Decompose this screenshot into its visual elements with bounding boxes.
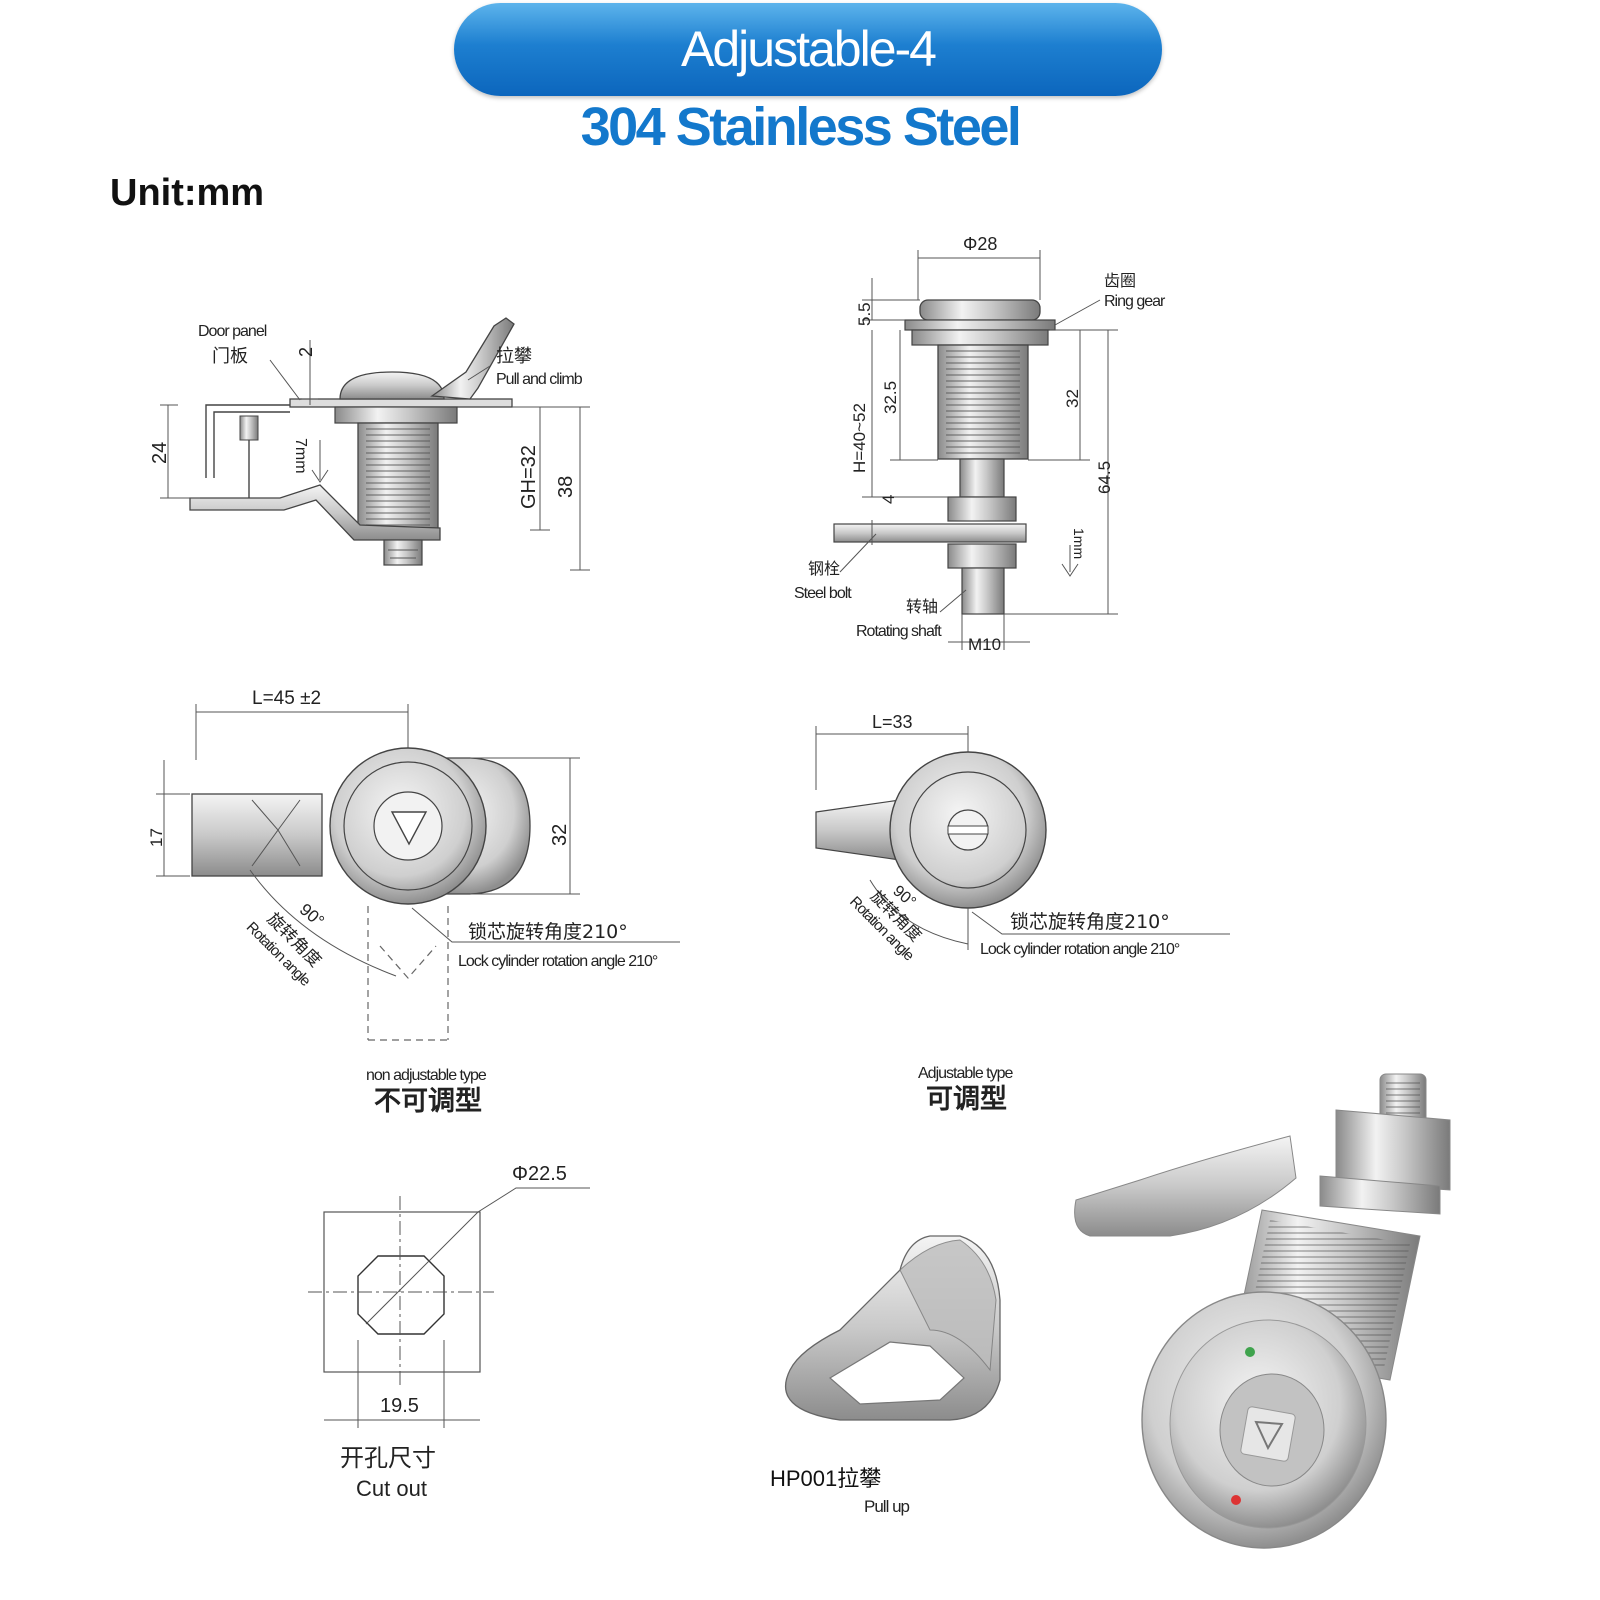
pull-hp001: HP001拉攀 Pull up	[770, 1235, 1001, 1516]
pull-handle	[430, 317, 515, 400]
lock-head	[339, 371, 445, 400]
shaft-cn: 转轴	[906, 597, 938, 616]
lock-rotation-cn: 锁芯旋转角度210°	[1010, 911, 1170, 933]
shaft-en: Rotating shaft	[856, 623, 942, 640]
door-panel-cn: 门板	[212, 346, 248, 367]
non-adjustable-type-cn: 不可调型	[374, 1086, 482, 1117]
steel-bolt-cn: 钢栓	[808, 559, 840, 578]
dim-l-33: L=33	[872, 712, 913, 732]
cam-arm	[189, 484, 441, 541]
pull-label-en: Pull up	[864, 1497, 910, 1516]
pull-en: Pull and climb	[496, 371, 583, 388]
side-view-right: Φ28 齿圈 Ring gear 5.5 H=40~52 32.5 32 4 6…	[794, 234, 1167, 654]
lock-head	[919, 299, 1041, 321]
dim-32: 32	[1063, 389, 1082, 408]
dim-l-45: L=45 ±2	[252, 688, 321, 709]
door-panel-en: Door panel	[198, 323, 267, 340]
dim-17: 17	[147, 828, 166, 847]
non-adjustable-type-en: non adjustable type	[366, 1067, 487, 1084]
ring-gear-en: Ring gear	[1104, 293, 1166, 310]
dim-h-40-52: H=40~52	[850, 403, 869, 473]
dim-gh-32: GH=32	[518, 445, 540, 509]
ring-gear-cn: 齿圈	[1104, 271, 1136, 290]
dim-7mm: 7mm	[292, 438, 309, 474]
green-indicator-dot	[1245, 1347, 1255, 1357]
dim-2: 2	[296, 347, 316, 357]
thread-m10: M10	[968, 635, 1001, 654]
top-view-adjustable: L=33 90° 旋转角度 Rotation angle 锁芯旋转角度210° …	[815, 712, 1230, 1115]
cutout-label-cn: 开孔尺寸	[340, 1444, 436, 1472]
panel-square	[323, 1211, 481, 1373]
steel-bolt	[833, 523, 1027, 543]
material-subtitle: 304 Stainless Steel	[580, 97, 1022, 157]
dim-32: 32	[549, 824, 571, 846]
cutout-label-en: Cut out	[356, 1476, 427, 1501]
adjustable-type-en: Adjustable type	[918, 1065, 1014, 1082]
photo-handle	[1074, 1135, 1297, 1237]
red-indicator-dot	[1231, 1495, 1241, 1505]
slot-key-icon	[947, 825, 989, 835]
rotating-shaft	[961, 567, 1005, 615]
product-photo	[1074, 1073, 1451, 1549]
door-panel-bracket	[205, 404, 290, 478]
dim-32-5: 32.5	[881, 381, 900, 414]
side-view-left: Door panel 门板 2 拉攀 Pull and climb 24 7mm…	[149, 317, 590, 571]
photo-nut	[1335, 1109, 1451, 1191]
adjustable-type-cn: 可调型	[926, 1084, 1007, 1115]
dim-19-5: 19.5	[380, 1395, 419, 1417]
door-panel	[289, 398, 513, 408]
dim-dia-22-5: Φ22.5	[512, 1163, 567, 1185]
dim-24: 24	[149, 442, 171, 464]
triangle-key-icon	[390, 811, 428, 846]
pull-hole	[828, 1341, 965, 1405]
lock-rotation-cn: 锁芯旋转角度210°	[468, 921, 628, 943]
dim-dia-28: Φ28	[963, 234, 997, 254]
ring-gear	[904, 319, 1056, 331]
banner-title: Adjustable-4	[681, 21, 937, 77]
steel-bolt-en: Steel bolt	[794, 585, 852, 602]
lock-rotation-en: Lock cylinder rotation angle 210°	[458, 953, 658, 970]
unit-label: Unit:mm	[110, 172, 265, 214]
pull-cn: 拉攀	[496, 346, 532, 367]
nut	[334, 406, 458, 424]
dim-4: 4	[879, 495, 898, 504]
dim-5-5: 5.5	[855, 302, 874, 326]
cutout-shape	[357, 1255, 445, 1335]
cutout-drawing: Φ22.5 19.5 开孔尺寸 Cut out	[308, 1163, 590, 1501]
hex-nut-upper	[947, 496, 1017, 522]
title-banner	[454, 3, 1162, 96]
rotating-shaft-upper	[959, 458, 1005, 498]
top-view-non-adjustable: L=45 ±2 17 32 90° 旋转角度 Rotation angle 锁芯…	[147, 688, 680, 1117]
pull-label-cn: HP001拉攀	[770, 1466, 881, 1491]
photo-triangle-icon	[1254, 1420, 1284, 1451]
cam-arm	[191, 793, 323, 877]
hex-nut-lower	[947, 543, 1017, 569]
angle-90: 90°	[296, 900, 328, 931]
tapered-cam-arm	[815, 799, 901, 861]
dim-1mm: 1mm	[1071, 528, 1087, 559]
dim-64-5: 64.5	[1095, 461, 1114, 494]
lock-rotation-en: Lock cylinder rotation angle 210°	[980, 941, 1180, 958]
dim-38: 38	[555, 476, 577, 498]
